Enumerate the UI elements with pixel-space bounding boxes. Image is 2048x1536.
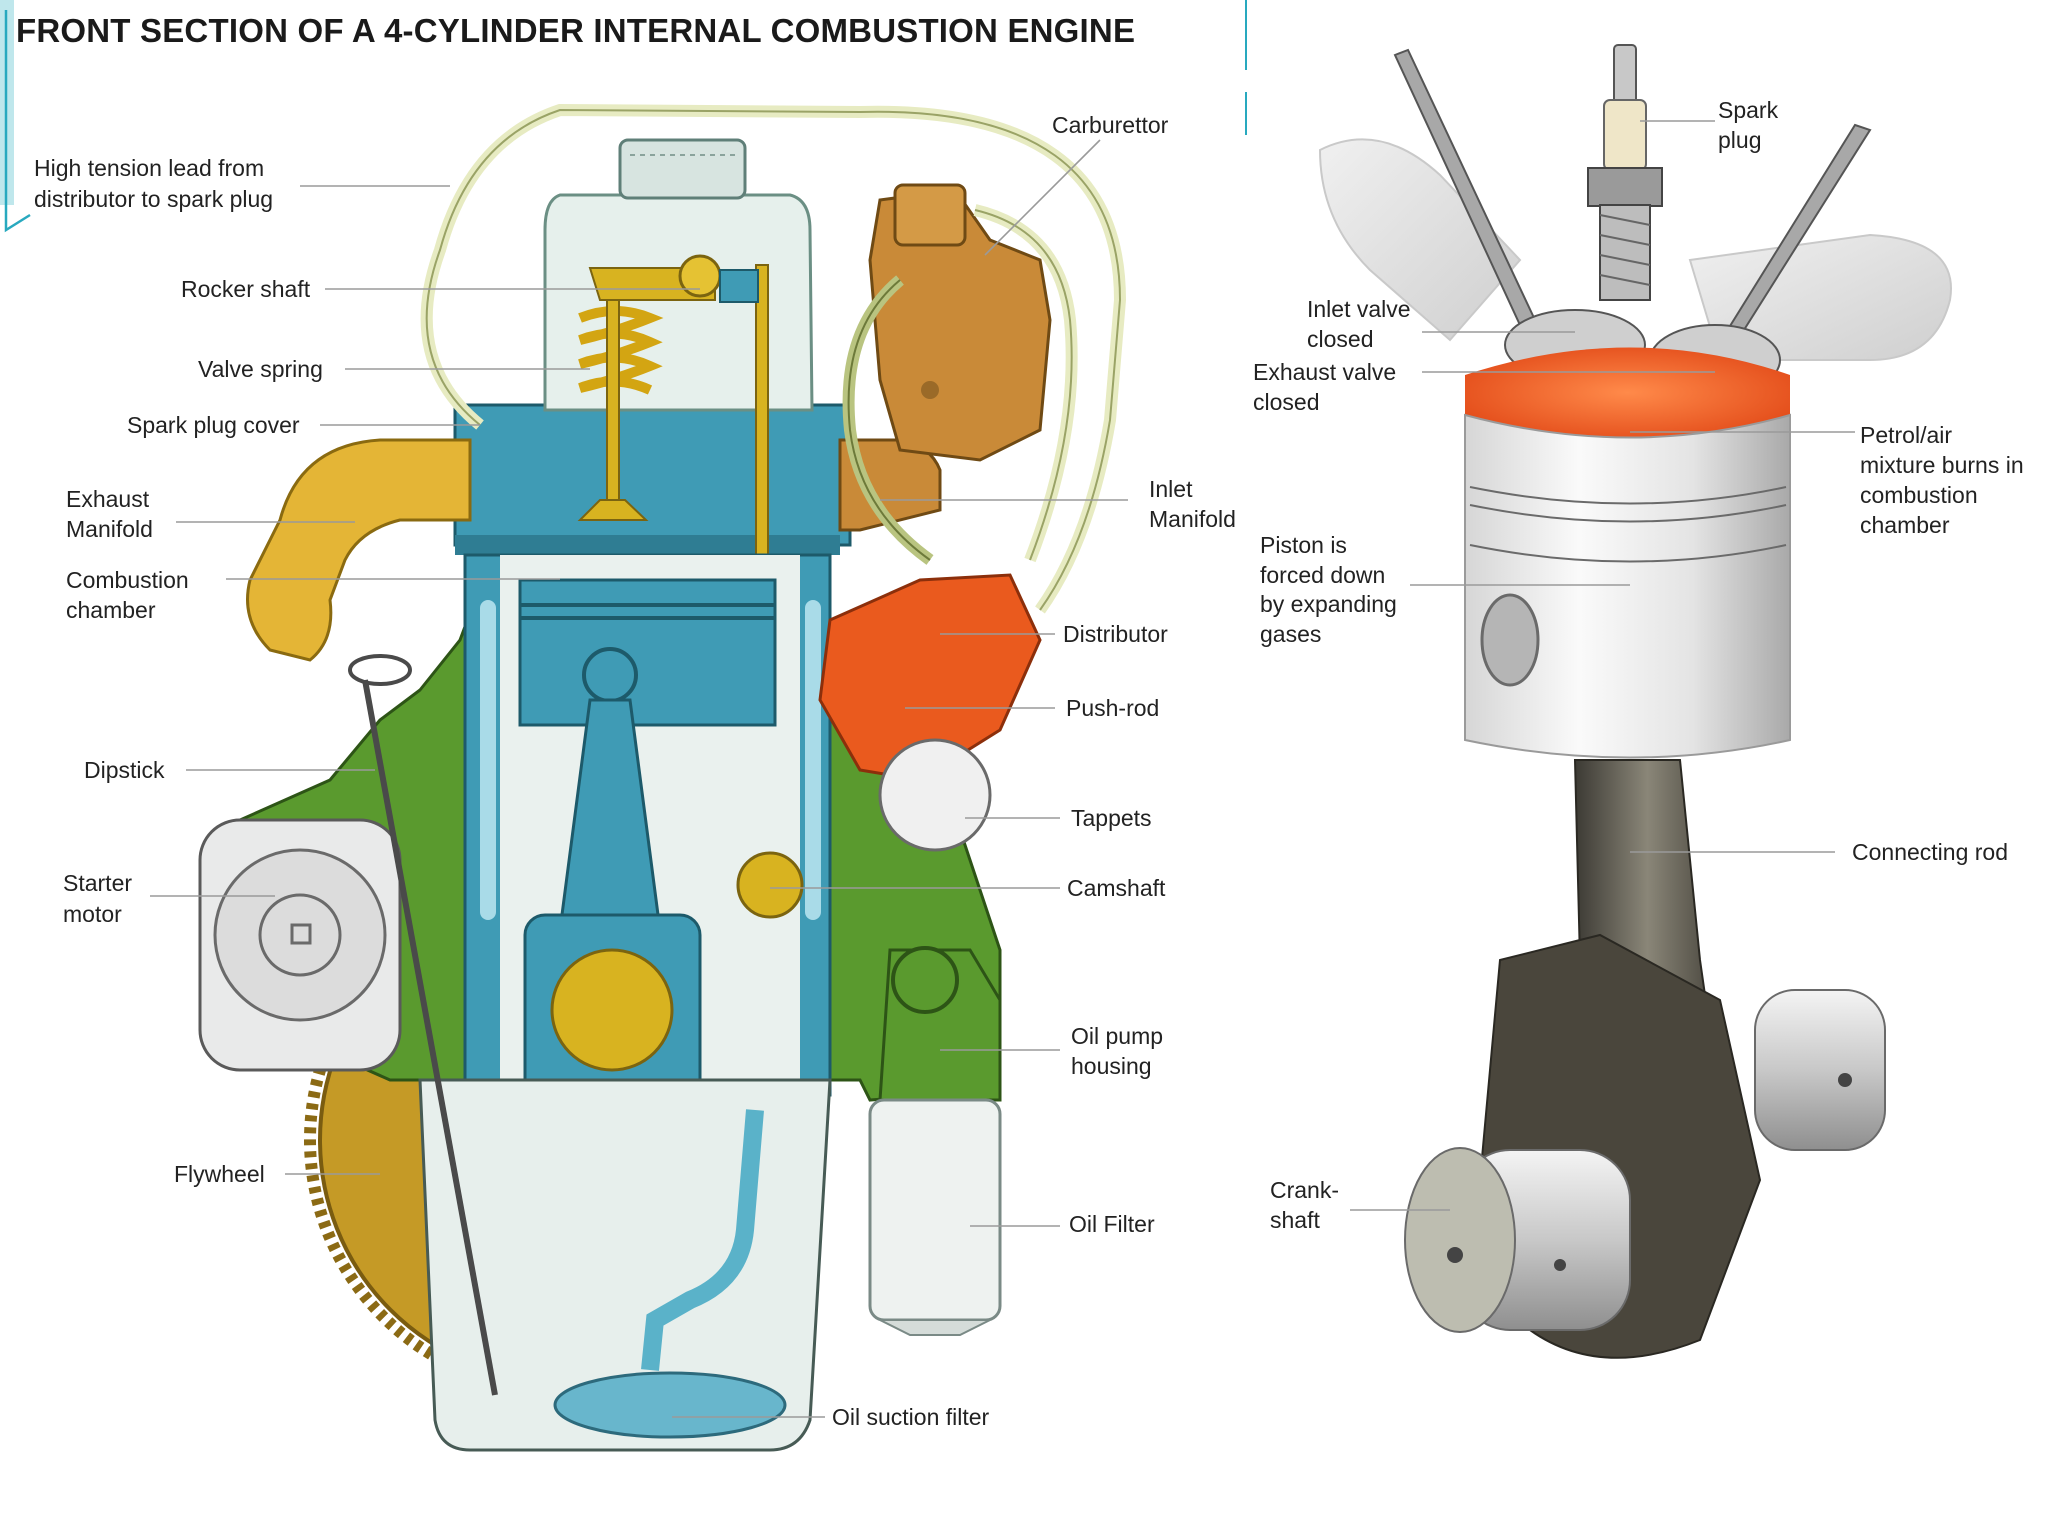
label-high-tension-lead-2: distributor to spark plug <box>34 186 273 212</box>
dipstick <box>348 654 498 1396</box>
slide-corner-accent <box>0 0 1247 233</box>
piston-leader-lines <box>1350 120 1855 1211</box>
engine-cross-section <box>198 103 1127 1452</box>
starter-motor <box>198 818 402 1072</box>
label-combustion-chamber-1: Combustion <box>66 567 189 593</box>
label-oil-pump-housing-1: Oil pump <box>1071 1023 1163 1049</box>
label-carburettor: Carburettor <box>1052 112 1169 138</box>
label-tappets: Tappets <box>1071 805 1152 831</box>
piston-right <box>1464 413 1791 759</box>
carburettor <box>868 183 1052 462</box>
crankshaft-right <box>1404 933 1886 1359</box>
engine-labels: High tension lead from distributor to sp… <box>34 112 1236 1430</box>
label-camshaft: Camshaft <box>1067 875 1166 901</box>
rocker-cover <box>543 193 814 412</box>
label-starter-motor-2: motor <box>63 901 122 927</box>
combustion-glow <box>1465 347 1790 438</box>
label-petrol-air-4: chamber <box>1860 512 1950 538</box>
label-piston-3: by expanding <box>1260 591 1397 617</box>
label-spark-plug-1: Spark <box>1718 97 1779 123</box>
label-petrol-air-3: combustion <box>1860 482 1978 508</box>
label-rocker-shaft: Rocker shaft <box>181 276 311 302</box>
label-spark-plug-2: plug <box>1718 127 1761 153</box>
label-exhaust-manifold-1: Exhaust <box>66 486 150 512</box>
label-flywheel: Flywheel <box>174 1161 265 1187</box>
label-connecting-rod: Connecting rod <box>1852 839 2008 865</box>
label-piston-1: Piston is <box>1260 532 1347 558</box>
piston-labels: Spark plug Inlet valve closed Exhaust va… <box>1253 97 2024 1233</box>
distributor <box>818 573 1042 852</box>
label-crankshaft-2: shaft <box>1270 1207 1320 1233</box>
exhaust-manifold <box>246 438 472 662</box>
label-oil-filter: Oil Filter <box>1069 1211 1155 1237</box>
label-exhaust-valve-2: closed <box>1253 389 1319 415</box>
label-piston-4: gases <box>1260 621 1321 647</box>
label-push-rod: Push-rod <box>1066 695 1159 721</box>
label-inlet-valve-1: Inlet valve <box>1307 296 1411 322</box>
label-exhaust-manifold-2: Manifold <box>66 516 153 542</box>
engine-leader-lines <box>150 139 1128 1418</box>
diagram-title: FRONT SECTION OF A 4-CYLINDER INTERNAL C… <box>16 12 1135 49</box>
oil-filter <box>868 1098 1002 1336</box>
label-distributor: Distributor <box>1063 621 1168 647</box>
label-oil-suction-filter: Oil suction filter <box>832 1404 990 1430</box>
label-exhaust-valve-1: Exhaust valve <box>1253 359 1396 385</box>
label-piston-2: forced down <box>1260 562 1385 588</box>
oil-suction-filter <box>553 1371 787 1439</box>
piston-left <box>518 578 777 727</box>
label-combustion-chamber-2: chamber <box>66 597 156 623</box>
label-inlet-valve-2: closed <box>1307 326 1373 352</box>
piston-assembly <box>1318 44 1952 1359</box>
label-inlet-manifold-1: Inlet <box>1149 476 1193 502</box>
label-petrol-air-2: mixture burns in <box>1860 452 2024 478</box>
label-valve-spring: Valve spring <box>198 356 323 382</box>
label-crankshaft-1: Crank- <box>1270 1177 1339 1203</box>
label-dipstick: Dipstick <box>84 757 165 783</box>
spark-plug <box>1587 44 1663 301</box>
label-starter-motor-1: Starter <box>63 870 132 896</box>
high-tension-leads <box>420 103 1127 614</box>
label-petrol-air-1: Petrol/air <box>1860 422 1952 448</box>
label-inlet-manifold-2: Manifold <box>1149 506 1236 532</box>
label-high-tension-lead-1: High tension lead from <box>34 155 264 181</box>
label-spark-plug-cover: Spark plug cover <box>127 412 300 438</box>
oil-sump <box>418 1078 832 1452</box>
label-oil-pump-housing-2: housing <box>1071 1053 1152 1079</box>
